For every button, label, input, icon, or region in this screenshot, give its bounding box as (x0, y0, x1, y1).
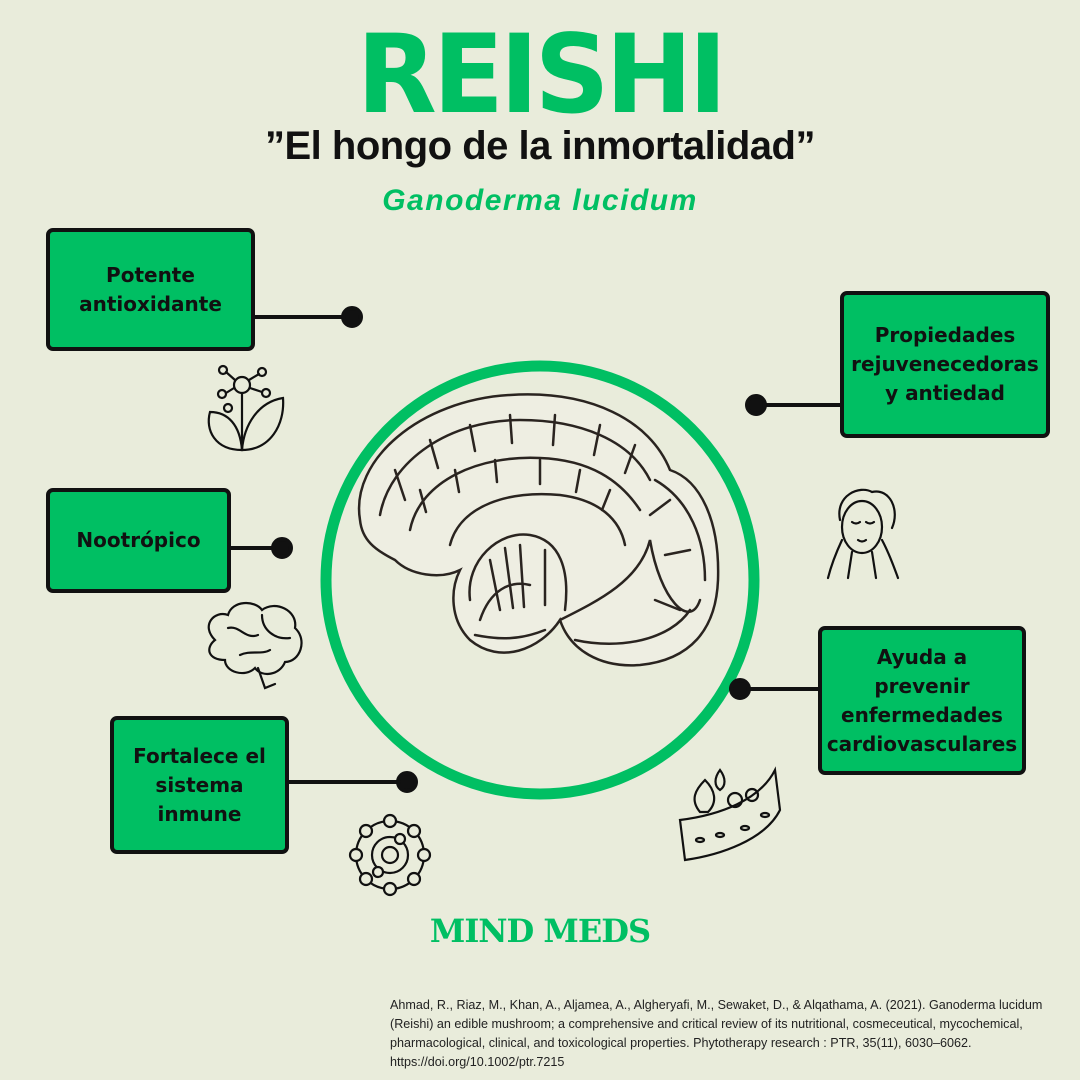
benefit-box-antioxidant: Potente antioxidante (46, 228, 255, 351)
benefit-box-nootropic: Nootrópico (46, 488, 231, 593)
benefit-box-cardiovascular: Ayuda a prevenir enfermedades cardiovasc… (818, 626, 1026, 775)
benefit-box-antiaging: Propiedades rejuvenecedoras y antiedad (840, 291, 1050, 438)
benefit-box-immune: Fortalece el sistema inmune (110, 716, 289, 854)
blood-vessel-icon (678, 766, 782, 862)
reishi-mushroom-illustration (357, 393, 720, 667)
antioxidant-leaf-molecule-icon (207, 364, 285, 452)
subtitle: ”El hongo de la inmortalidad” (265, 124, 815, 168)
face-skin-icon (826, 488, 900, 580)
brand-logo: MIND MEDS (429, 912, 651, 950)
immune-cell-icon (348, 813, 432, 897)
center-circle (320, 360, 760, 800)
citation: Ahmad, R., Riaz, M., Khan, A., Aljamea, … (390, 998, 1043, 1069)
title: REISHI (356, 9, 727, 139)
scientific-name: Ganoderma lucidum (382, 184, 698, 217)
brain-icon (207, 602, 303, 690)
